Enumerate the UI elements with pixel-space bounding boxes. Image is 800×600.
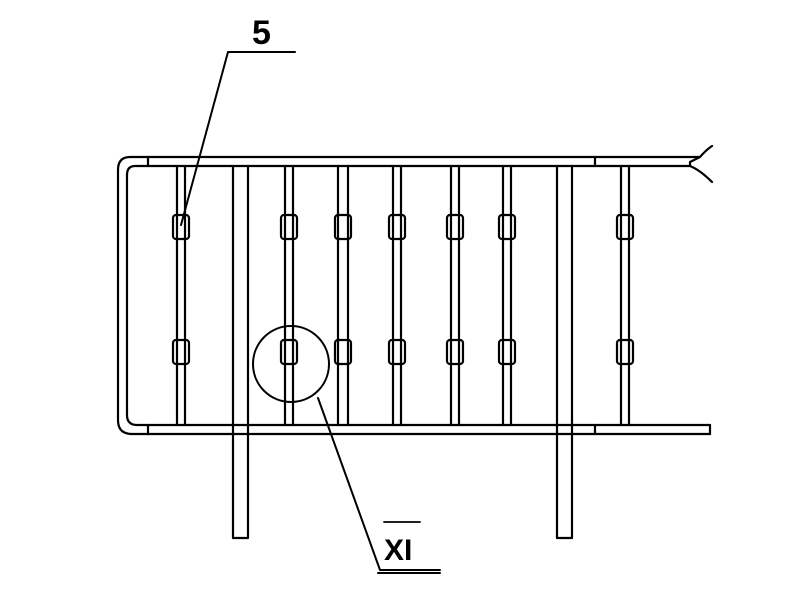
detail-circle (252, 325, 330, 403)
baluster (333, 164, 353, 427)
part-number-leader (180, 51, 296, 226)
detail-callout-leader (317, 397, 441, 574)
detail-callout-label: XI (384, 534, 412, 567)
baluster (615, 164, 635, 427)
baluster (279, 164, 299, 427)
post-left (231, 164, 250, 540)
bottom-rail (146, 423, 712, 436)
top-rail (146, 144, 714, 184)
baluster (445, 164, 465, 427)
part-number-label: 5 (252, 14, 271, 52)
baluster (387, 164, 407, 427)
post-right (555, 164, 574, 540)
left-return-loop (116, 155, 150, 436)
baluster (497, 164, 517, 427)
